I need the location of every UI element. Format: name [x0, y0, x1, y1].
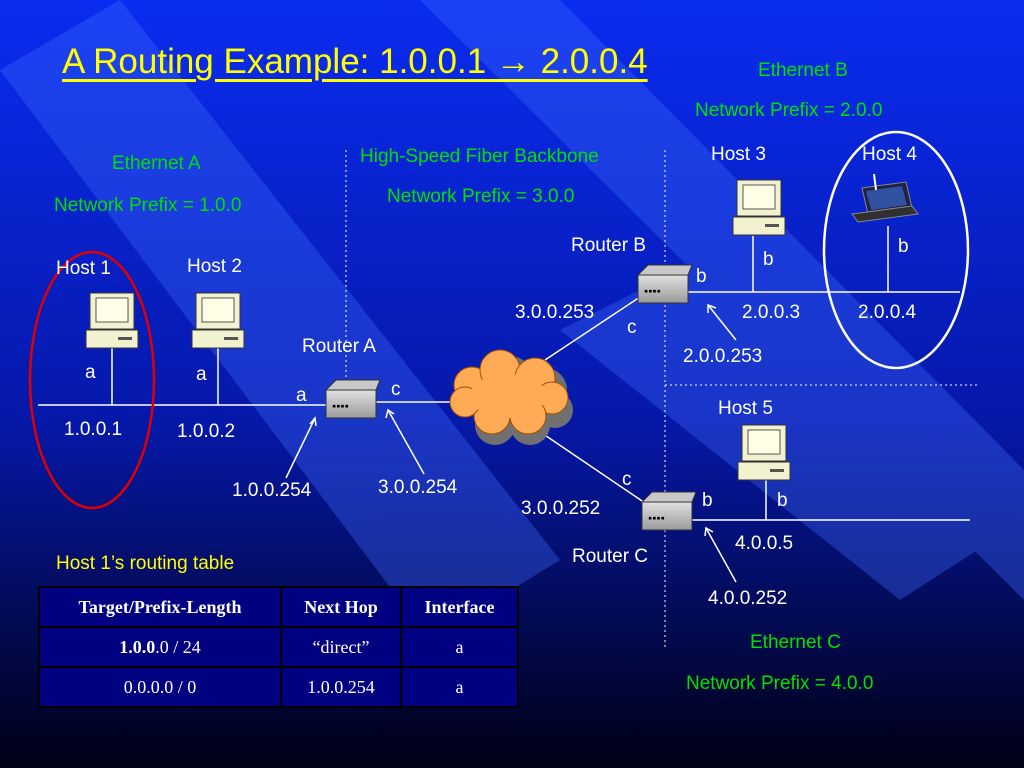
- ethernet-c-name: Ethernet C: [750, 632, 841, 653]
- router-a-interface-c: c: [391, 379, 401, 400]
- svg-text:▪▪▪▪: ▪▪▪▪: [648, 514, 665, 522]
- row-2-interface: a: [400, 666, 519, 708]
- table-row: 1.0.0.0 / 24 “direct” a: [38, 626, 519, 668]
- host-2-ip: 1.0.0.2: [177, 421, 236, 442]
- host-2-computer-icon: [191, 292, 245, 349]
- router-a-icon: ▪▪▪▪: [324, 379, 381, 419]
- host-5-interface: b: [777, 490, 788, 511]
- host-4-laptop-icon: [851, 173, 919, 223]
- router-a-ip-a: 1.0.0.254: [232, 480, 312, 501]
- router-a-ip-c: 3.0.0.254: [378, 477, 458, 498]
- row-2-target: 0.0.0.0 / 0: [38, 666, 282, 708]
- router-c-ip-b: 4.0.0.252: [708, 588, 788, 609]
- host-5-computer-icon: [737, 424, 791, 481]
- host-3-interface: b: [763, 249, 774, 270]
- row-1-target-bold: 1.0.0: [119, 636, 156, 657]
- router-c-interface-c: c: [622, 469, 632, 490]
- row-2-target-rest: 0.0.0.0 / 0: [123, 676, 197, 697]
- row-1-target-rest: .0 / 24: [155, 636, 201, 657]
- host-5-label: Host 5: [718, 398, 773, 419]
- router-b-icon: ▪▪▪▪: [636, 264, 693, 304]
- backbone-prefix: Network Prefix = 3.0.0: [387, 186, 575, 207]
- host-2-interface: a: [196, 364, 207, 385]
- ethernet-b-name: Ethernet B: [758, 60, 848, 81]
- backbone-cloud: [449, 349, 573, 445]
- router-a-label: Router A: [302, 336, 376, 357]
- router-c-label: Router C: [572, 546, 649, 567]
- router-b-interface-c: c: [627, 317, 637, 338]
- ethernet-c-prefix: Network Prefix = 4.0.0: [686, 673, 874, 694]
- ethernet-a-prefix: Network Prefix = 1.0.0: [54, 195, 242, 216]
- row-1-interface: a: [400, 626, 519, 668]
- host-1-computer-icon: [85, 292, 139, 349]
- column-header-next-hop: Next Hop: [280, 586, 402, 628]
- host-1-label: Host 1: [56, 258, 111, 279]
- routing-table-header-row: Target/Prefix-Length Next Hop Interface: [38, 586, 519, 628]
- address-pointers: [285, 303, 737, 583]
- table-row: 0.0.0.0 / 0 1.0.0.254 a: [38, 666, 519, 708]
- backbone-name: High-Speed Fiber Backbone: [360, 146, 599, 167]
- router-b-ip-c: 3.0.0.253: [515, 302, 595, 323]
- router-c-interface-b: b: [702, 490, 713, 511]
- router-c-icon: ▪▪▪▪: [640, 491, 697, 531]
- router-b-ip-b: 2.0.0.253: [683, 346, 763, 367]
- host-4-label: Host 4: [862, 144, 917, 165]
- row-1-target: 1.0.0.0 / 24: [38, 626, 282, 668]
- routing-table: Target/Prefix-Length Next Hop Interface …: [38, 586, 519, 708]
- svg-text:▪▪▪▪: ▪▪▪▪: [332, 402, 349, 410]
- host-1-interface: a: [85, 362, 96, 383]
- router-b-interface-b: b: [696, 266, 707, 287]
- host-4-highlight: [822, 130, 970, 370]
- host-1-highlight: [28, 250, 156, 510]
- host-2-label: Host 2: [187, 256, 242, 277]
- row-2-next-hop: 1.0.0.254: [280, 666, 402, 708]
- column-header-interface: Interface: [400, 586, 519, 628]
- column-header-target: Target/Prefix-Length: [38, 586, 282, 628]
- host-1-ip: 1.0.0.1: [64, 419, 123, 440]
- ethernet-a-name: Ethernet A: [112, 153, 201, 174]
- routing-table-caption: Host 1’s routing table: [56, 553, 235, 574]
- row-1-next-hop: “direct”: [280, 626, 402, 668]
- host-4-ip: 2.0.0.4: [858, 302, 917, 323]
- router-c-ip-c: 3.0.0.252: [521, 498, 601, 519]
- host-3-ip: 2.0.0.3: [742, 302, 801, 323]
- background-stripes: [0, 0, 1024, 640]
- slide-title: A Routing Example: 1.0.0.1 → 2.0.0.4: [62, 42, 648, 81]
- host-5-ip: 4.0.0.5: [735, 533, 794, 554]
- ethernet-b-prefix: Network Prefix = 2.0.0: [695, 100, 883, 121]
- svg-text:▪▪▪▪: ▪▪▪▪: [644, 287, 661, 295]
- router-a-interface-a: a: [296, 385, 307, 406]
- host-3-computer-icon: [732, 179, 786, 236]
- host-4-interface: b: [898, 236, 909, 257]
- router-b-label: Router B: [571, 235, 646, 256]
- host-3-label: Host 3: [711, 144, 766, 165]
